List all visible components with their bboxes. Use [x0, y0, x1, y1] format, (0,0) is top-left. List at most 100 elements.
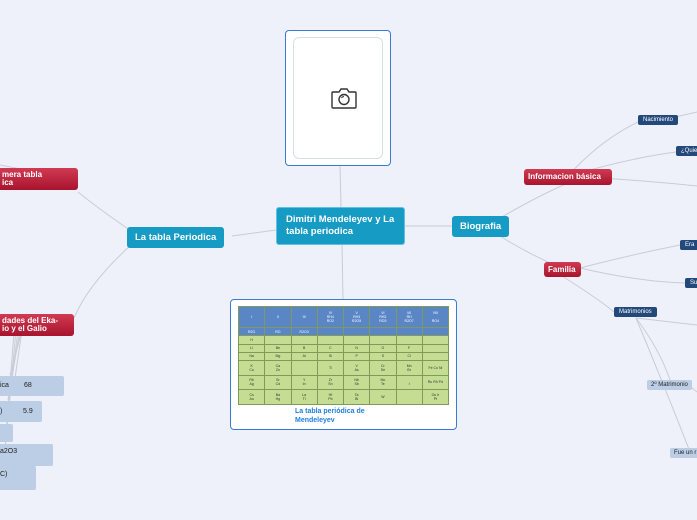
- table-cell: Rb Ag: [237, 374, 266, 391]
- table-cell: I: [237, 305, 266, 329]
- table-cell: Zr Sn: [316, 374, 345, 391]
- table-cell: Sr Cd: [264, 374, 292, 391]
- table-cell: R2O3: [290, 327, 318, 337]
- table-cell: [395, 327, 423, 337]
- image-card[interactable]: [285, 30, 391, 166]
- table-cell: Ta Bi: [342, 389, 371, 405]
- table-cell: [316, 335, 345, 345]
- table-cell: W: [369, 389, 397, 405]
- table-cell: Mn Br: [395, 359, 423, 376]
- table-cell: V As: [342, 359, 371, 376]
- table-cell: Cl: [395, 351, 423, 361]
- subtopic-primera-tabla[interactable]: mera tabla ica: [0, 168, 78, 190]
- table-cell: N: [342, 343, 371, 353]
- table-cell: [290, 335, 318, 345]
- topic-tabla-periodica[interactable]: La tabla Periodica: [127, 227, 225, 248]
- table-cell: VII RH R2O7: [395, 305, 423, 329]
- value-row-label: C): [0, 471, 8, 478]
- table-cell: Li: [237, 343, 266, 353]
- subtopic-propiedades-eka[interactable]: dades del Eka- io y el Galio: [0, 314, 74, 336]
- table-row: H: [237, 335, 450, 345]
- table-cell: VI RH2 RO3: [369, 305, 397, 329]
- table-cell: Hf Pb: [316, 389, 345, 405]
- table-cell: R2O: [237, 327, 266, 337]
- table-cell: III: [290, 305, 318, 329]
- node-su[interactable]: Su: [685, 278, 697, 288]
- table-cell: H: [237, 335, 266, 345]
- table-cell: [342, 327, 371, 337]
- table-cell: Ba Hg: [264, 389, 292, 405]
- central-topic[interactable]: Dimitri Mendeleyev y La tabla periodica: [276, 207, 405, 245]
- table-cell: [421, 335, 450, 345]
- table-cell: Cs Au: [237, 389, 266, 405]
- topic-biografia[interactable]: Biografia: [452, 216, 510, 237]
- table-cell: Be: [264, 343, 292, 353]
- table-cell: [395, 389, 423, 405]
- table-cell: [395, 335, 423, 345]
- table-cell: [342, 335, 371, 345]
- table-cell: Si: [316, 351, 345, 361]
- node-era[interactable]: Era: [680, 240, 697, 250]
- subtopic-informacion-basica[interactable]: Informacion básica: [524, 169, 612, 185]
- table-cell: I: [395, 374, 423, 391]
- node-matrimonio-2[interactable]: 2º Matrimonio: [647, 380, 692, 390]
- value-row-1[interactable]: ica 68: [0, 376, 64, 396]
- table-cell: K Cu: [237, 359, 266, 376]
- table-cell: [290, 359, 318, 376]
- image-placeholder[interactable]: [293, 37, 383, 159]
- table-cell: La Tl: [290, 389, 318, 405]
- table-cell: IV RH4 RO2: [316, 305, 345, 329]
- table-cell: [264, 335, 292, 345]
- table-cell: [369, 335, 397, 345]
- table-cell: RO: [264, 327, 292, 337]
- table-cell: S: [369, 351, 397, 361]
- value-row-5[interactable]: C): [0, 466, 36, 490]
- node-quien[interactable]: ¿Quie: [676, 146, 697, 156]
- table-cell: Y In: [290, 374, 318, 391]
- table-cell: F: [395, 343, 423, 353]
- table-cell: Ca Zn: [264, 359, 292, 376]
- table-cell: Al: [290, 351, 318, 361]
- table-cell: Cr Se: [369, 359, 397, 376]
- table-cell: [421, 351, 450, 361]
- node-matrimonios[interactable]: Matrimonios: [614, 307, 657, 317]
- table-cell: Ru Rh Pd: [421, 374, 450, 391]
- value-row-label: ): [0, 408, 3, 415]
- table-cell: Nb Sb: [342, 374, 371, 391]
- table-cell: II: [264, 305, 292, 329]
- table-cell: [369, 327, 397, 337]
- value-row-value: 5.9: [23, 408, 33, 415]
- table-cell: [421, 343, 450, 353]
- periodic-table-caption: La tabla periódica de Mendeleyev: [295, 408, 365, 424]
- table-cell: [316, 327, 345, 337]
- table-cell: O: [369, 343, 397, 353]
- table-cell: Ti: [316, 359, 345, 376]
- node-nacimiento[interactable]: Nacimiento: [638, 115, 679, 125]
- subtopic-familia[interactable]: Familia: [544, 262, 581, 277]
- value-row-2[interactable]: ) 5.9: [0, 401, 42, 422]
- table-cell: V RH3 R2O5: [342, 305, 371, 329]
- table-cell: Fe Co Ni: [421, 359, 450, 376]
- table-cell: [421, 327, 450, 337]
- table-cell: P: [342, 351, 371, 361]
- table-cell: Mg: [264, 351, 292, 361]
- value-row-value: 68: [24, 382, 32, 389]
- camera-icon: [331, 88, 357, 109]
- table-cell: B: [290, 343, 318, 353]
- table-cell: VIII RO4: [421, 305, 450, 329]
- node-fue-un[interactable]: Fue un r: [670, 448, 697, 458]
- value-row-3[interactable]: [0, 424, 13, 442]
- table-cell: Na: [237, 351, 266, 361]
- value-row-4[interactable]: a2O3: [0, 444, 53, 466]
- value-row-label: a2O3: [0, 448, 18, 455]
- table-cell: C: [316, 343, 345, 353]
